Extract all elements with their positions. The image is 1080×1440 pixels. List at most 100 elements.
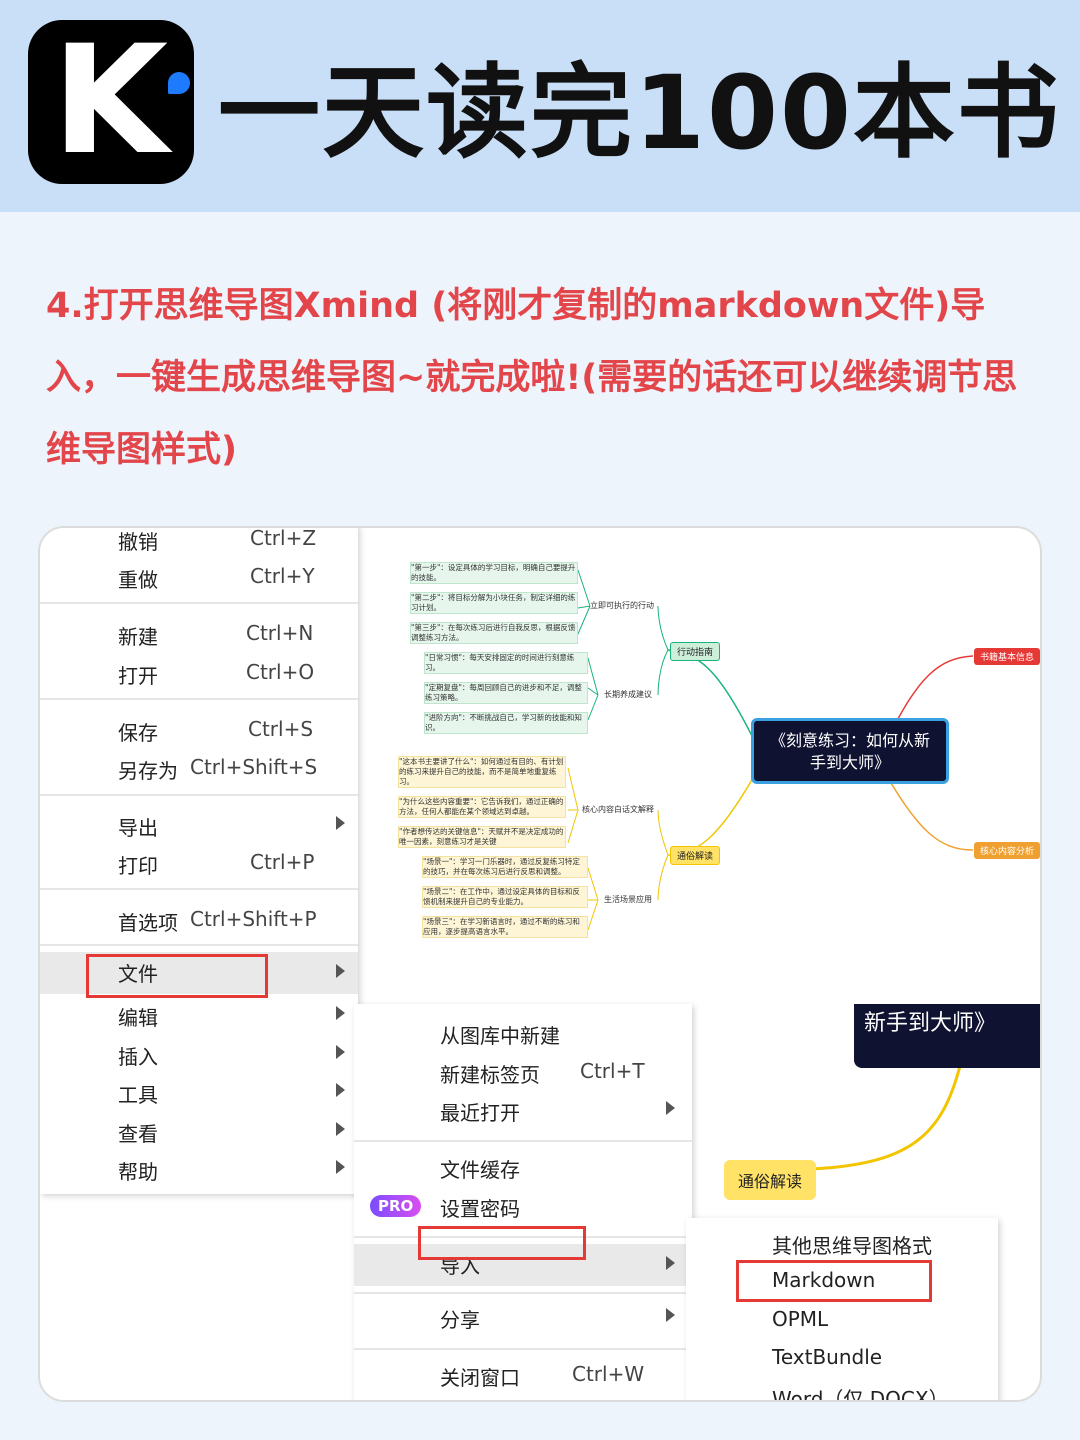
import-submenu: 其他思维导图格式 Markdown OPML TextBundle Word（仅… xyxy=(686,1218,998,1402)
menu-item-label: 重做 xyxy=(118,568,158,592)
menu-item-preferences[interactable]: 首选项 Ctrl+Shift+P xyxy=(40,903,358,941)
menu-item-label: 插入 xyxy=(118,1045,158,1069)
menu-item-label: 打开 xyxy=(118,664,158,688)
menu-item-export[interactable]: 导出 xyxy=(40,808,358,846)
menu-item-import[interactable]: 导入 xyxy=(354,1244,692,1286)
mindmap-branch-core[interactable]: 核心内容分析 xyxy=(974,842,1040,859)
highlight-markdown-box xyxy=(736,1260,932,1302)
mindmap-sub-immediate: 立即可执行的行动 xyxy=(590,601,654,610)
chevron-right-icon xyxy=(666,1308,675,1322)
menu-item-markdown[interactable]: Markdown xyxy=(686,1264,998,1302)
file-submenu: 从图库中新建 新建标签页 Ctrl+T 最近打开 文件缓存 PRO 设置密码 导… xyxy=(354,1004,692,1400)
menu-item-label: 设置密码 xyxy=(440,1197,520,1221)
screenshot-card: "第一步"：设定具体的学习目标，明确自己要提升的技能。 "第二步"：将目标分解为… xyxy=(38,526,1042,1402)
menu-item-label: 关闭窗口 xyxy=(440,1366,520,1390)
menu-item-redo[interactable]: 重做 Ctrl+Y xyxy=(40,560,358,598)
menu-item-label: 打印 xyxy=(118,854,158,878)
mindmap-note: "作者想传达的关键信息"：天赋并不是决定成功的唯一因素，刻意练习才是关键 xyxy=(398,826,566,848)
menu-item-label: 分享 xyxy=(440,1308,480,1332)
menu-separator xyxy=(40,944,358,946)
menu-item-label: 首选项 xyxy=(118,911,178,935)
menu-item-help[interactable]: 帮助 xyxy=(40,1152,358,1190)
menu-item-file-cache[interactable]: 文件缓存 xyxy=(354,1150,692,1188)
chevron-right-icon xyxy=(336,1006,345,1020)
menu-item-open[interactable]: 打开 Ctrl+O xyxy=(40,656,358,694)
menu-item-label: 新建 xyxy=(118,625,158,649)
menu-item-label: 保存 xyxy=(118,721,158,745)
mindmap-branch-action[interactable]: 行动指南 xyxy=(670,642,721,661)
mindmap-note: "场景一"：学习一门乐器时，通过反复练习特定的技巧，并在每次练习后进行反思和调整… xyxy=(422,856,588,878)
menu-item-label: 另存为 xyxy=(118,759,178,783)
menu-item-undo[interactable]: 撤销 Ctrl+Z xyxy=(40,526,358,560)
menu-separator xyxy=(40,794,358,796)
menu-item-new[interactable]: 新建 Ctrl+N xyxy=(40,617,358,655)
mindmap-note: "第一步"：设定具体的学习目标，明确自己要提升的技能。 xyxy=(410,562,578,584)
zoom-central-topic: 《刻意练习：如何从新手到大师》 xyxy=(854,1004,1040,1068)
menu-item-save[interactable]: 保存 Ctrl+S xyxy=(40,713,358,751)
menu-item-label: OPML xyxy=(772,1307,829,1331)
highlight-file-box xyxy=(86,954,268,998)
mindmap-branch-plain[interactable]: 通俗解读 xyxy=(670,846,721,865)
mindmap-central-topic[interactable]: 《刻意练习：如何从新手到大师》 xyxy=(751,718,949,784)
menu-item-file[interactable]: 文件 xyxy=(40,952,358,994)
menu-item-label: 工具 xyxy=(118,1083,158,1107)
mindmap-connectors xyxy=(567,569,974,931)
app-logo: K xyxy=(28,16,194,186)
menu-item-save-as[interactable]: 另存为 Ctrl+Shift+S xyxy=(40,751,358,789)
menu-item-insert[interactable]: 插入 xyxy=(40,1037,358,1075)
zoom-connector xyxy=(811,1065,962,1171)
menu-item-print[interactable]: 打印 Ctrl+P xyxy=(40,846,358,884)
header-banner: K 一天读完100本书 xyxy=(0,0,1080,212)
menu-item-label: Markdown xyxy=(772,1268,876,1292)
menu-item-shortcut: Ctrl+Y xyxy=(250,564,315,588)
menu-item-new-from-gallery[interactable]: 从图库中新建 xyxy=(354,1016,692,1054)
chevron-right-icon xyxy=(666,1256,675,1270)
logo-dot-icon xyxy=(168,72,190,94)
menu-item-label: TextBundle xyxy=(772,1345,883,1369)
chevron-right-icon xyxy=(336,964,345,978)
menu-item-tools[interactable]: 工具 xyxy=(40,1075,358,1113)
highlight-import-box xyxy=(418,1226,586,1260)
mindmap-sub-longterm: 长期养成建议 xyxy=(604,690,652,699)
mindmap-note: "场景三"：在学习新语言时，通过不断的练习和应用，逐步提高语言水平。 xyxy=(422,916,588,938)
page-title: 一天读完100本书 xyxy=(218,54,1061,173)
menu-item-label: 新建标签页 xyxy=(440,1063,540,1087)
menu-item-word[interactable]: Word（仅.DOCX） xyxy=(686,1379,998,1402)
pro-badge: PRO xyxy=(370,1195,422,1217)
menu-item-shortcut: Ctrl+Shift+P xyxy=(190,907,317,931)
menu-item-textbundle[interactable]: TextBundle xyxy=(686,1341,998,1379)
menu-item-shortcut: Ctrl+W xyxy=(572,1362,645,1386)
menu-item-label: 撤销 xyxy=(118,530,158,554)
menu-item-new-tab[interactable]: 新建标签页 Ctrl+T xyxy=(354,1055,692,1093)
menu-item-opml[interactable]: OPML xyxy=(686,1303,998,1341)
menu-item-label: 编辑 xyxy=(118,1006,158,1030)
menu-item-view[interactable]: 查看 xyxy=(40,1114,358,1152)
menu-item-recent[interactable]: 最近打开 xyxy=(354,1093,692,1131)
zoom-branch-plain: 通俗解读 xyxy=(724,1160,817,1200)
menu-item-label: Word（仅.DOCX） xyxy=(772,1387,949,1402)
menu-item-set-password[interactable]: PRO 设置密码 xyxy=(354,1189,692,1227)
menu-item-shortcut: Ctrl+T xyxy=(580,1059,645,1083)
menu-item-shortcut: Ctrl+S xyxy=(248,717,314,741)
logo-letter: K xyxy=(52,14,169,188)
menu-item-label: 最近打开 xyxy=(440,1101,520,1125)
mindmap-note: "场景二"：在工作中，通过设定具体的目标和反馈机制来提升自己的专业能力。 xyxy=(422,886,588,908)
chevron-right-icon xyxy=(336,1160,345,1174)
main-menu: 撤销 Ctrl+Z 重做 Ctrl+Y 新建 Ctrl+N 打开 Ctrl+O … xyxy=(40,526,358,1194)
chevron-right-icon xyxy=(336,816,345,830)
menu-item-shortcut: Ctrl+Z xyxy=(250,526,317,550)
chevron-right-icon xyxy=(336,1083,345,1097)
mindmap-note: "第三步"：在每次练习后进行自我反思，根据反馈调整练习方法。 xyxy=(410,622,578,644)
chevron-right-icon xyxy=(336,1122,345,1136)
menu-item-label: 从图库中新建 xyxy=(440,1024,560,1048)
mindmap-branch-basic[interactable]: 书籍基本信息 xyxy=(974,648,1040,665)
menu-item-share[interactable]: 分享 xyxy=(354,1300,692,1338)
menu-item-edit[interactable]: 编辑 xyxy=(40,998,358,1036)
mindmap-sub-scenes: 生活场景应用 xyxy=(604,895,652,904)
mindmap-canvas: "第一步"：设定具体的学习目标，明确自己要提升的技能。 "第二步"：将目标分解为… xyxy=(358,528,1040,968)
menu-item-close-window[interactable]: 关闭窗口 Ctrl+W xyxy=(354,1358,692,1396)
menu-item-other-formats[interactable]: 其他思维导图格式 xyxy=(686,1226,998,1264)
menu-separator xyxy=(354,1292,692,1294)
mindmap-note: "进阶方向"：不断挑战自己，学习新的技能和知识。 xyxy=(424,712,588,734)
mindmap-sub-core-plain: 核心内容白话文解释 xyxy=(582,805,654,814)
